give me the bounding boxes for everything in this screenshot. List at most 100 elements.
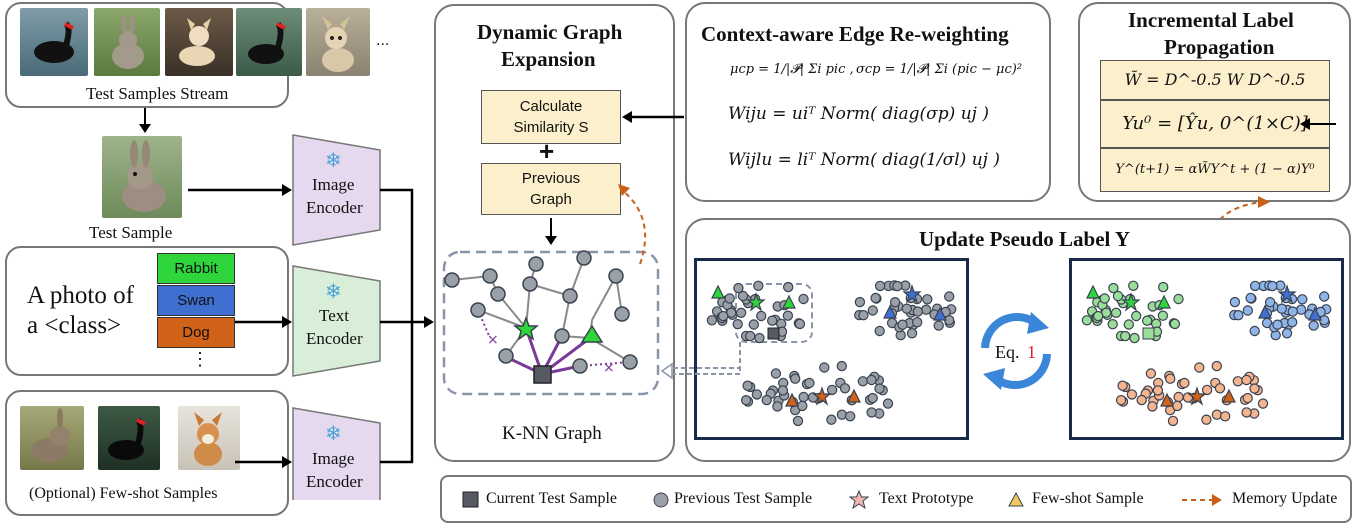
labeled-sample-dot (1286, 316, 1298, 328)
labeled-sample-dot (1123, 319, 1135, 330)
labeled-sample-dot (1201, 384, 1213, 396)
labeled-sample-dot (1130, 310, 1142, 322)
labeled-sample-dot (1164, 373, 1176, 384)
sample-dot (755, 310, 767, 322)
class-label-dog: Dog (157, 317, 235, 348)
reweight-to-calc-arrow (622, 111, 684, 123)
legend-previous: Previous Test Sample (674, 490, 813, 507)
dog-photo-2 (306, 8, 370, 76)
sample-dot (754, 332, 765, 344)
fewshot-dog-photo (178, 406, 240, 470)
labeled-sample-dot (1173, 293, 1184, 305)
sample-dot (766, 315, 778, 326)
class-label-list: Rabbit Swan Dog ⋮ (157, 253, 235, 373)
prev-to-knn-arrow (545, 218, 557, 245)
reweight-title: Context-aware Edge Re-weighting (701, 22, 1009, 46)
labeled-sample-dot (1249, 383, 1260, 394)
propagation-title-line2: Propagation (1164, 35, 1275, 59)
sample-dot (892, 280, 903, 292)
cycle-arrows (981, 312, 1051, 390)
reweight-panel (685, 2, 1051, 202)
swan-photo-2 (236, 8, 302, 76)
sample-dot (882, 398, 894, 409)
text-encoder-line1: Text (319, 306, 349, 325)
labeled-sample-dot (1173, 391, 1184, 403)
labeled-sample-dot (1128, 280, 1139, 291)
cycle-label: Eq. (995, 342, 1020, 362)
labeled-sample-dot (1115, 394, 1127, 406)
sample-dot (836, 360, 847, 372)
expansion-title-line2: Expansion (501, 47, 596, 71)
sample-dot (933, 320, 944, 331)
labeled-sample-dot (1167, 415, 1179, 427)
sample-dot (943, 291, 955, 302)
sample-dot (874, 383, 885, 394)
knn-graph: × × (442, 250, 660, 396)
scatter-after (1069, 258, 1344, 440)
sample-dot (798, 391, 809, 403)
image-encoder-bottom-line2: Encoder (306, 472, 363, 491)
sample-dot (789, 373, 801, 384)
image-encoder-bottom-line1: Image (312, 449, 355, 468)
labeled-sample-dot (1112, 290, 1124, 302)
sample-dot (858, 310, 869, 321)
legend-current: Current Test Sample (486, 490, 618, 507)
reweight-eq3: Wiju = uiᵀ Norm( diag(σp) uj ) (728, 104, 989, 124)
prev-line2: Graph (530, 191, 572, 208)
propagation-eq1-box: W̃ = D^-0.5 W D^-0.5 (1100, 60, 1330, 100)
update-title: Update Pseudo Label Y (919, 227, 1130, 251)
svg-text:×: × (603, 360, 615, 376)
sample-dot (718, 310, 729, 322)
sample-dot (920, 304, 932, 315)
labeled-sample-dot (1242, 392, 1253, 404)
labeled-sample-dot (1099, 293, 1110, 304)
class-label-rabbit: Rabbit (157, 253, 235, 284)
sample-dot (751, 389, 763, 400)
labeled-sample-dot (1281, 328, 1293, 339)
propagation-eq2-box: Yu⁰ = [Ŷu, 0^(1×C)] (1100, 100, 1330, 148)
sample-dot (874, 325, 885, 337)
labeled-sample-dot (1249, 325, 1260, 337)
labeled-sample-dot (1211, 409, 1223, 420)
memory-update-arrow (618, 184, 647, 265)
legend-previous-icon (653, 492, 669, 508)
sample-dot (854, 296, 866, 308)
labeled-sample-dot (1272, 319, 1283, 330)
labeled-sample-dot (1157, 310, 1169, 321)
labeled-sample-dot (1318, 291, 1330, 302)
labeled-sample-dot (1249, 280, 1261, 292)
sample-dot (839, 383, 851, 394)
labeled-sample-dot (1179, 377, 1190, 389)
cycle-number: 1 (1027, 342, 1036, 362)
knn-caption: K-NN Graph (502, 423, 602, 444)
swan-photo (20, 8, 88, 76)
sample-dot (735, 307, 747, 319)
class-more: ⋮ (191, 349, 209, 369)
prompt-panel (5, 246, 289, 376)
labeled-sample-dot (1242, 305, 1253, 316)
snowflake-icon: ❄ (325, 150, 342, 172)
sample-dot (742, 380, 753, 391)
labeled-sample-dot (1245, 292, 1256, 304)
labeled-sample-dot (1107, 318, 1118, 330)
sample-dot (922, 294, 933, 305)
propagation-eq2: Yu⁰ = [Ŷu, 0^(1×C)] (1122, 113, 1308, 135)
sample-dot (866, 407, 877, 418)
sample-dot (782, 310, 794, 321)
sample-dot (740, 394, 752, 406)
prop-to-eq2-arrow (1300, 118, 1336, 130)
sample-dot (911, 316, 923, 328)
encoder-shapes (188, 134, 434, 500)
stream-ellipsis: ... (376, 32, 390, 49)
reweight-eq1: μcp = 1/|𝓟| Σi pic , (730, 62, 854, 77)
image-encoder-top-line1: Image (312, 175, 355, 194)
calc-line1: Calculate (519, 98, 583, 115)
prompt-line1: A photo of (27, 282, 134, 309)
sample-dot (782, 281, 794, 293)
sample-dot (836, 409, 848, 420)
labeled-sample-dot (1129, 332, 1140, 344)
sample-dot (753, 280, 764, 291)
snowflake-icon: ❄ (325, 281, 342, 303)
test-sample-caption: Test Sample (89, 223, 173, 242)
labeled-sample-dot (1287, 306, 1298, 317)
